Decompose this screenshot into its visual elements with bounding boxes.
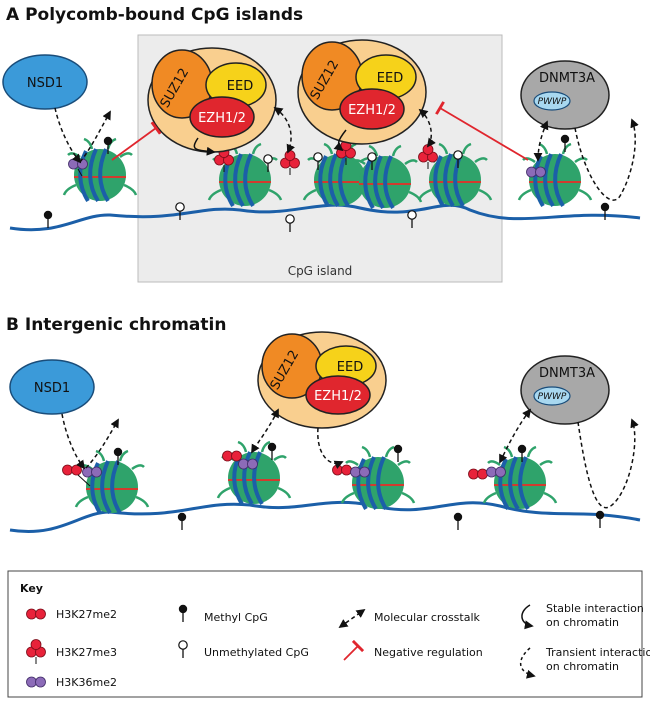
key-box — [7, 570, 643, 698]
dnmt3a-label-b: DNMT3A — [539, 366, 595, 381]
key-h3k27me2-label: H3K27me2 — [56, 608, 117, 621]
key-h3k36me2-label: H3K36me2 — [56, 676, 117, 689]
nucleosome-a1 — [62, 137, 138, 203]
key-negative-label: Negative regulation — [374, 646, 483, 659]
eed-label: EED — [227, 79, 253, 94]
key-unmethyl-cpg-label: Unmethylated CpG — [204, 646, 309, 659]
negative-regulation-arrow — [111, 121, 162, 161]
eed-label: EED — [377, 71, 403, 86]
key-transient-label-2: on chromatin — [546, 660, 619, 673]
nucleosome-b1 — [74, 449, 150, 515]
h3k27me2-mark — [468, 468, 488, 480]
key-title: Key — [20, 582, 43, 595]
ezh-label: EZH1/2 — [348, 103, 396, 118]
prc2-complex-a2: SUZ12 EED EZH1/2 — [297, 39, 427, 145]
key-crosstalk-symbol — [338, 608, 366, 629]
pwwp-label-a: PWWP — [538, 97, 567, 107]
methyl-cpg-marker — [43, 210, 53, 229]
key-crosstalk-label: Molecular crosstalk — [374, 611, 481, 624]
pwwp-label-b: PWWP — [538, 392, 567, 402]
nsd1-label-b: NSD1 — [34, 381, 70, 396]
h3k27me2-mark — [62, 464, 82, 476]
nucleosome-b4 — [482, 445, 558, 511]
prc2-complex-b: SUZ12 EED EZH1/2 — [257, 331, 387, 429]
nsd1-label-a: NSD1 — [27, 76, 63, 91]
negative-regulation-arrow — [435, 101, 529, 161]
cpg-island-label: CpG island — [288, 264, 353, 278]
h3k27me2-mark — [332, 464, 352, 476]
panel-a-title: A Polycomb-bound CpG islands — [6, 5, 303, 25]
prc2-complex-a1: SUZ12 EED EZH1/2 — [147, 47, 277, 153]
key-negative-symbol — [343, 639, 365, 661]
methyl-cpg-marker — [453, 512, 463, 531]
methyl-cpg-marker — [393, 444, 403, 463]
key-methyl-cpg-label: Methyl CpG — [204, 611, 268, 624]
key-transient-symbol — [520, 647, 536, 679]
key-h3k27me3-label: H3K27me3 — [56, 646, 117, 659]
methyl-cpg-marker — [177, 512, 187, 531]
key-stable-symbol — [521, 604, 534, 630]
ezh-label: EZH1/2 — [198, 111, 246, 126]
key-stable-label-2: on chromatin — [546, 616, 619, 629]
methyl-cpg-marker — [600, 202, 610, 221]
methyl-cpg-marker — [595, 510, 605, 529]
nucleosome-b3 — [340, 445, 416, 511]
dna-strand-a — [9, 203, 641, 232]
nsd1-node-a — [2, 54, 88, 110]
methyl-cpg-marker — [560, 134, 570, 153]
ezh-label: EZH1/2 — [314, 389, 362, 404]
eed-label: EED — [337, 360, 363, 375]
key-stable-label-1: Stable interaction — [546, 602, 644, 615]
panel-b-title: B Intergenic chromatin — [6, 315, 226, 335]
pwwp-domain-a — [533, 91, 571, 111]
nsd1-node-b — [9, 359, 95, 415]
key-transient-label-1: Transient interaction — [545, 646, 650, 659]
pwwp-domain-b — [533, 386, 571, 406]
dnmt3a-label-a: DNMT3A — [539, 71, 595, 86]
